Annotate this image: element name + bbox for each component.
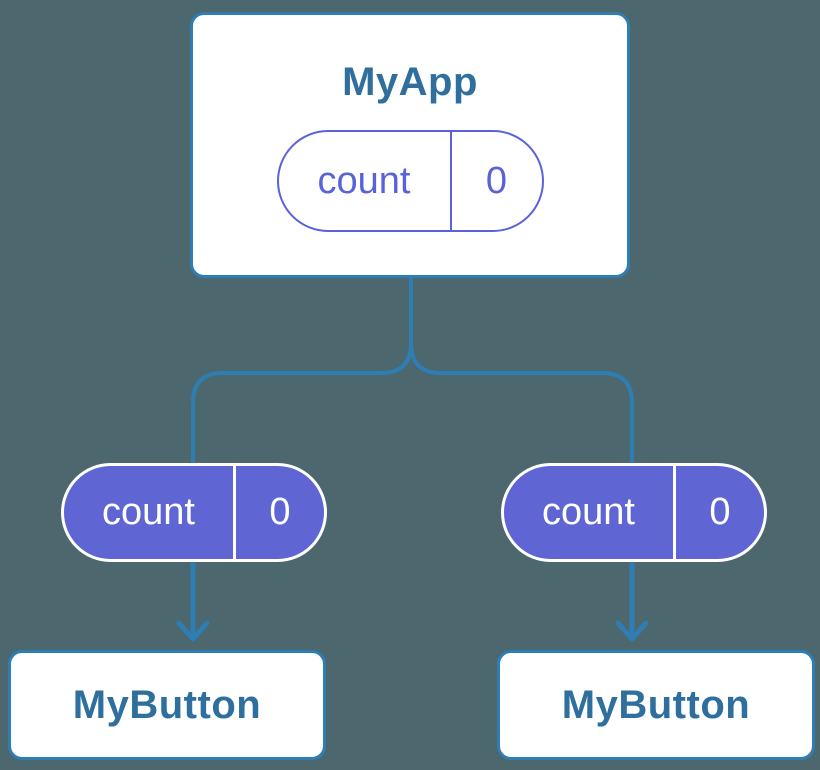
node-mybutton-left-title: MyButton bbox=[72, 683, 262, 727]
prop-pill-label: count bbox=[102, 491, 195, 533]
prop-pill-right: count 0 bbox=[501, 463, 767, 562]
prop-pill-label: count bbox=[542, 491, 635, 533]
prop-pill-left: count 0 bbox=[61, 463, 327, 562]
prop-pill-value: 0 bbox=[269, 491, 291, 533]
prop-pill-value: 0 bbox=[709, 491, 731, 533]
state-pill-label: count bbox=[317, 159, 411, 202]
node-mybutton-right-title: MyButton bbox=[561, 683, 751, 727]
pill-divider bbox=[233, 466, 236, 559]
state-pill-myapp: count 0 bbox=[276, 130, 544, 232]
node-myapp-title: MyApp bbox=[342, 60, 478, 104]
arrow-left-head-icon bbox=[176, 620, 210, 642]
pill-divider bbox=[673, 466, 676, 559]
node-myapp: MyApp count 0 bbox=[190, 12, 630, 278]
branch-left-line bbox=[191, 278, 413, 464]
node-mybutton-left: MyButton bbox=[8, 650, 326, 760]
branch-right-line bbox=[409, 278, 634, 464]
node-mybutton-right: MyButton bbox=[497, 650, 815, 760]
arrow-right-head-icon bbox=[615, 620, 649, 642]
state-pill-value: 0 bbox=[485, 159, 508, 202]
pill-divider bbox=[449, 132, 452, 230]
